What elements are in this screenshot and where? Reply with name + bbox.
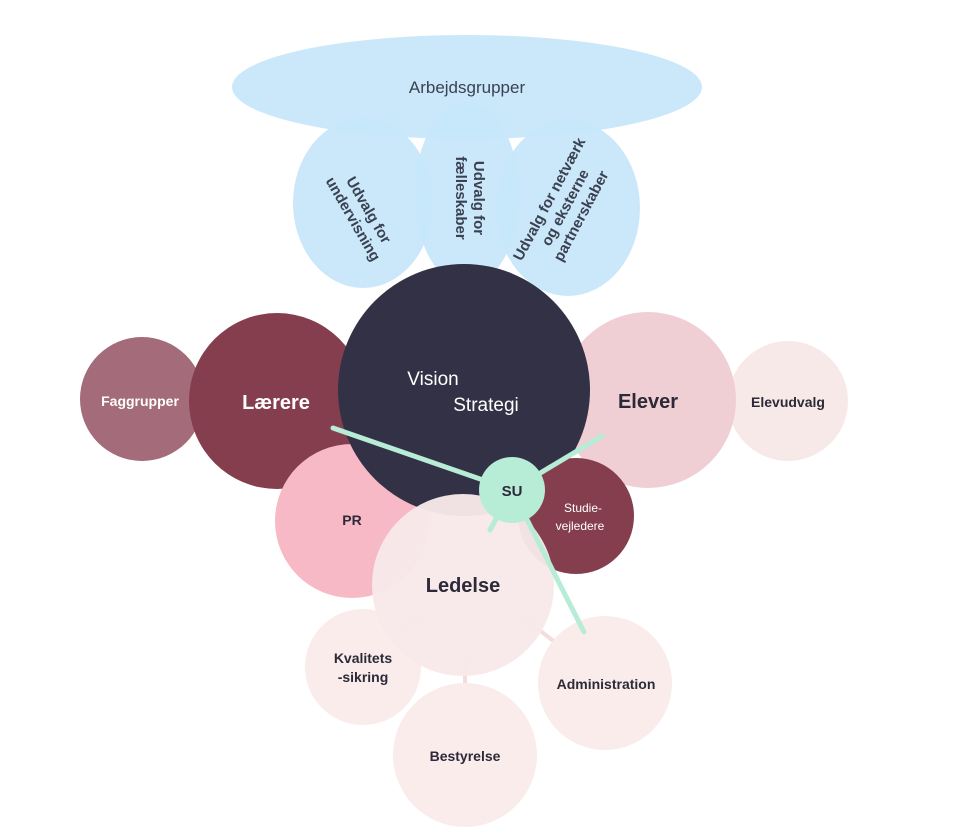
- elever-node: [560, 312, 736, 488]
- faggrupper-label: Faggrupper: [101, 393, 179, 409]
- studievejledere-line-1: Studie-: [564, 501, 602, 515]
- udvalg-faelleskaber-line-2: fælleskaber: [452, 156, 469, 240]
- bestyrelse-node: [393, 683, 537, 827]
- su-node: [479, 457, 545, 523]
- udvalg-faelleskaber-shape: [415, 102, 519, 286]
- strategi-label: Strategi: [453, 395, 518, 416]
- udvalg-faelleskaber-line-1: Udvalg for: [470, 161, 487, 235]
- faggrupper-node: [80, 337, 204, 461]
- ledelse-node: [372, 494, 554, 676]
- arbejdsgrupper-shape: [232, 35, 702, 139]
- ledelse-label: Ledelse: [426, 575, 500, 597]
- kvalitetssikring-line-2: -sikring: [338, 669, 389, 685]
- studievejledere-line-2: vejledere: [556, 519, 605, 533]
- bestyrelse-label: Bestyrelse: [430, 748, 501, 764]
- udvalg-faelleskaber-label: Udvalg for fælleskaber: [452, 156, 487, 240]
- studievejledere-node: [518, 458, 634, 574]
- vision-label: Vision: [407, 369, 458, 390]
- laerere-node: [189, 313, 365, 489]
- elevudvalg-node: [728, 341, 848, 461]
- udvalg-undervisning-shape: [293, 118, 433, 288]
- arbejdsgrupper-label: Arbejdsgrupper: [409, 78, 526, 97]
- administration-node: [538, 616, 672, 750]
- laerere-label: Lærere: [242, 392, 310, 414]
- elever-label: Elever: [618, 391, 678, 413]
- elevudvalg-label: Elevudvalg: [751, 394, 825, 410]
- pr-label: PR: [342, 512, 361, 528]
- work-groups-cluster: [232, 35, 702, 296]
- administration-label: Administration: [557, 676, 656, 692]
- udvalg-netvaerk-shape: [496, 120, 640, 296]
- kvalitetssikring-line-1: Kvalitets: [334, 650, 393, 666]
- su-label: SU: [502, 483, 523, 500]
